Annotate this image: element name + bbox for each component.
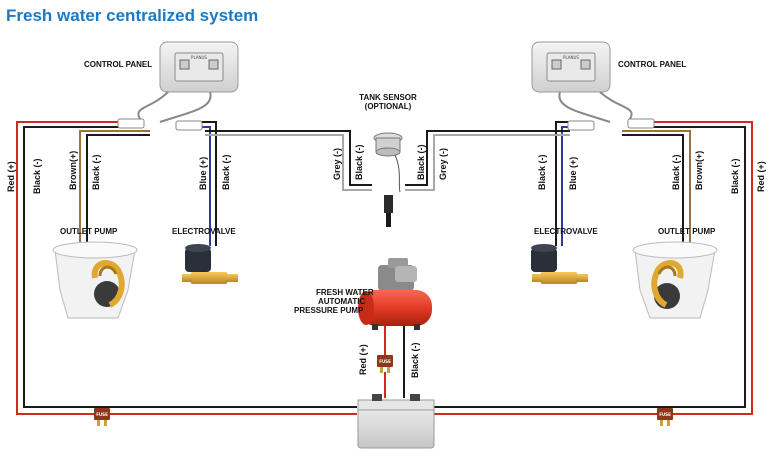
left-pump-wires	[79, 130, 150, 246]
diagram-title: Fresh water centralized system	[6, 6, 259, 25]
panel-logo: PLANUS	[191, 55, 207, 60]
right-outer-loop	[434, 121, 753, 415]
wire-label-black-valve-left: Black (-)	[221, 154, 231, 190]
label-tank-sensor-optional: (OPTIONAL)	[365, 102, 412, 111]
tank-sensor	[373, 132, 403, 227]
label-outlet-pump-left: OUTLET PUMP	[60, 227, 118, 236]
pressure-pump	[358, 258, 432, 330]
label-electrovalve-right: ELECTROVALVE	[534, 227, 598, 236]
wire-label-red-battery: Red (+)	[358, 344, 368, 375]
right-pump-wires	[622, 130, 691, 246]
wire-label-black-pump-right: Black (-)	[671, 154, 681, 190]
label-tank-sensor: TANK SENSOR	[359, 93, 417, 102]
left-outer-loop	[16, 121, 357, 415]
label-electrovalve-left: ELECTROVALVE	[172, 227, 236, 236]
control-panel-right: PLANUS	[531, 41, 655, 131]
wire-label-grey-left: Grey (-)	[332, 148, 342, 180]
wire-label-black-sensor-left: Black (-)	[354, 144, 364, 180]
outlet-pump-left	[52, 241, 138, 319]
wire-label-black-left: Black (-)	[32, 158, 42, 194]
outlet-pump-right	[632, 241, 718, 319]
svg-text:FUSE: FUSE	[379, 359, 391, 364]
wire-label-red-right: Red (+)	[756, 161, 766, 192]
label-pump-line2: AUTOMATIC	[318, 297, 365, 306]
label-pump-line3: PRESSURE PUMP	[294, 306, 364, 315]
control-panel-left: PLANUS	[117, 41, 239, 131]
wire-label-black-battery: Black (-)	[410, 342, 420, 378]
pump-battery-wires	[384, 325, 405, 398]
wire-label-blue-left: Blue (+)	[198, 157, 208, 190]
wire-label-black-valve-right: Black (-)	[537, 154, 547, 190]
wire-label-grey-right: Grey (-)	[438, 148, 448, 180]
svg-text:FUSE: FUSE	[659, 412, 671, 417]
svg-text:FUSE: FUSE	[96, 412, 108, 417]
fuse-left: FUSE	[94, 408, 110, 426]
label-outlet-pump-right: OUTLET PUMP	[658, 227, 716, 236]
wire-label-black-sensor-right: Black (-)	[416, 144, 426, 180]
wire-label-brown-left: Brown(+)	[68, 151, 78, 190]
wire-label-brown-right: Brown(+)	[694, 151, 704, 190]
label-control-panel-right: CONTROL PANEL	[618, 60, 686, 69]
panel-logo: PLANUS	[563, 55, 579, 60]
sensor-wires	[205, 130, 570, 191]
label-control-panel-left: CONTROL PANEL	[84, 60, 152, 69]
electrovalve-left	[182, 244, 238, 284]
electrovalve-right	[531, 244, 588, 284]
fuse-right: FUSE	[657, 408, 673, 426]
wire-label-black-right: Black (-)	[730, 158, 740, 194]
wire-label-black-pump-left: Black (-)	[91, 154, 101, 190]
fuse-center: FUSE	[377, 355, 393, 373]
wire-label-blue-right: Blue (+)	[568, 157, 578, 190]
label-pump-line1: FRESH WATER	[316, 288, 374, 297]
wire-label-red-left: Red (+)	[6, 161, 16, 192]
battery	[357, 394, 435, 449]
